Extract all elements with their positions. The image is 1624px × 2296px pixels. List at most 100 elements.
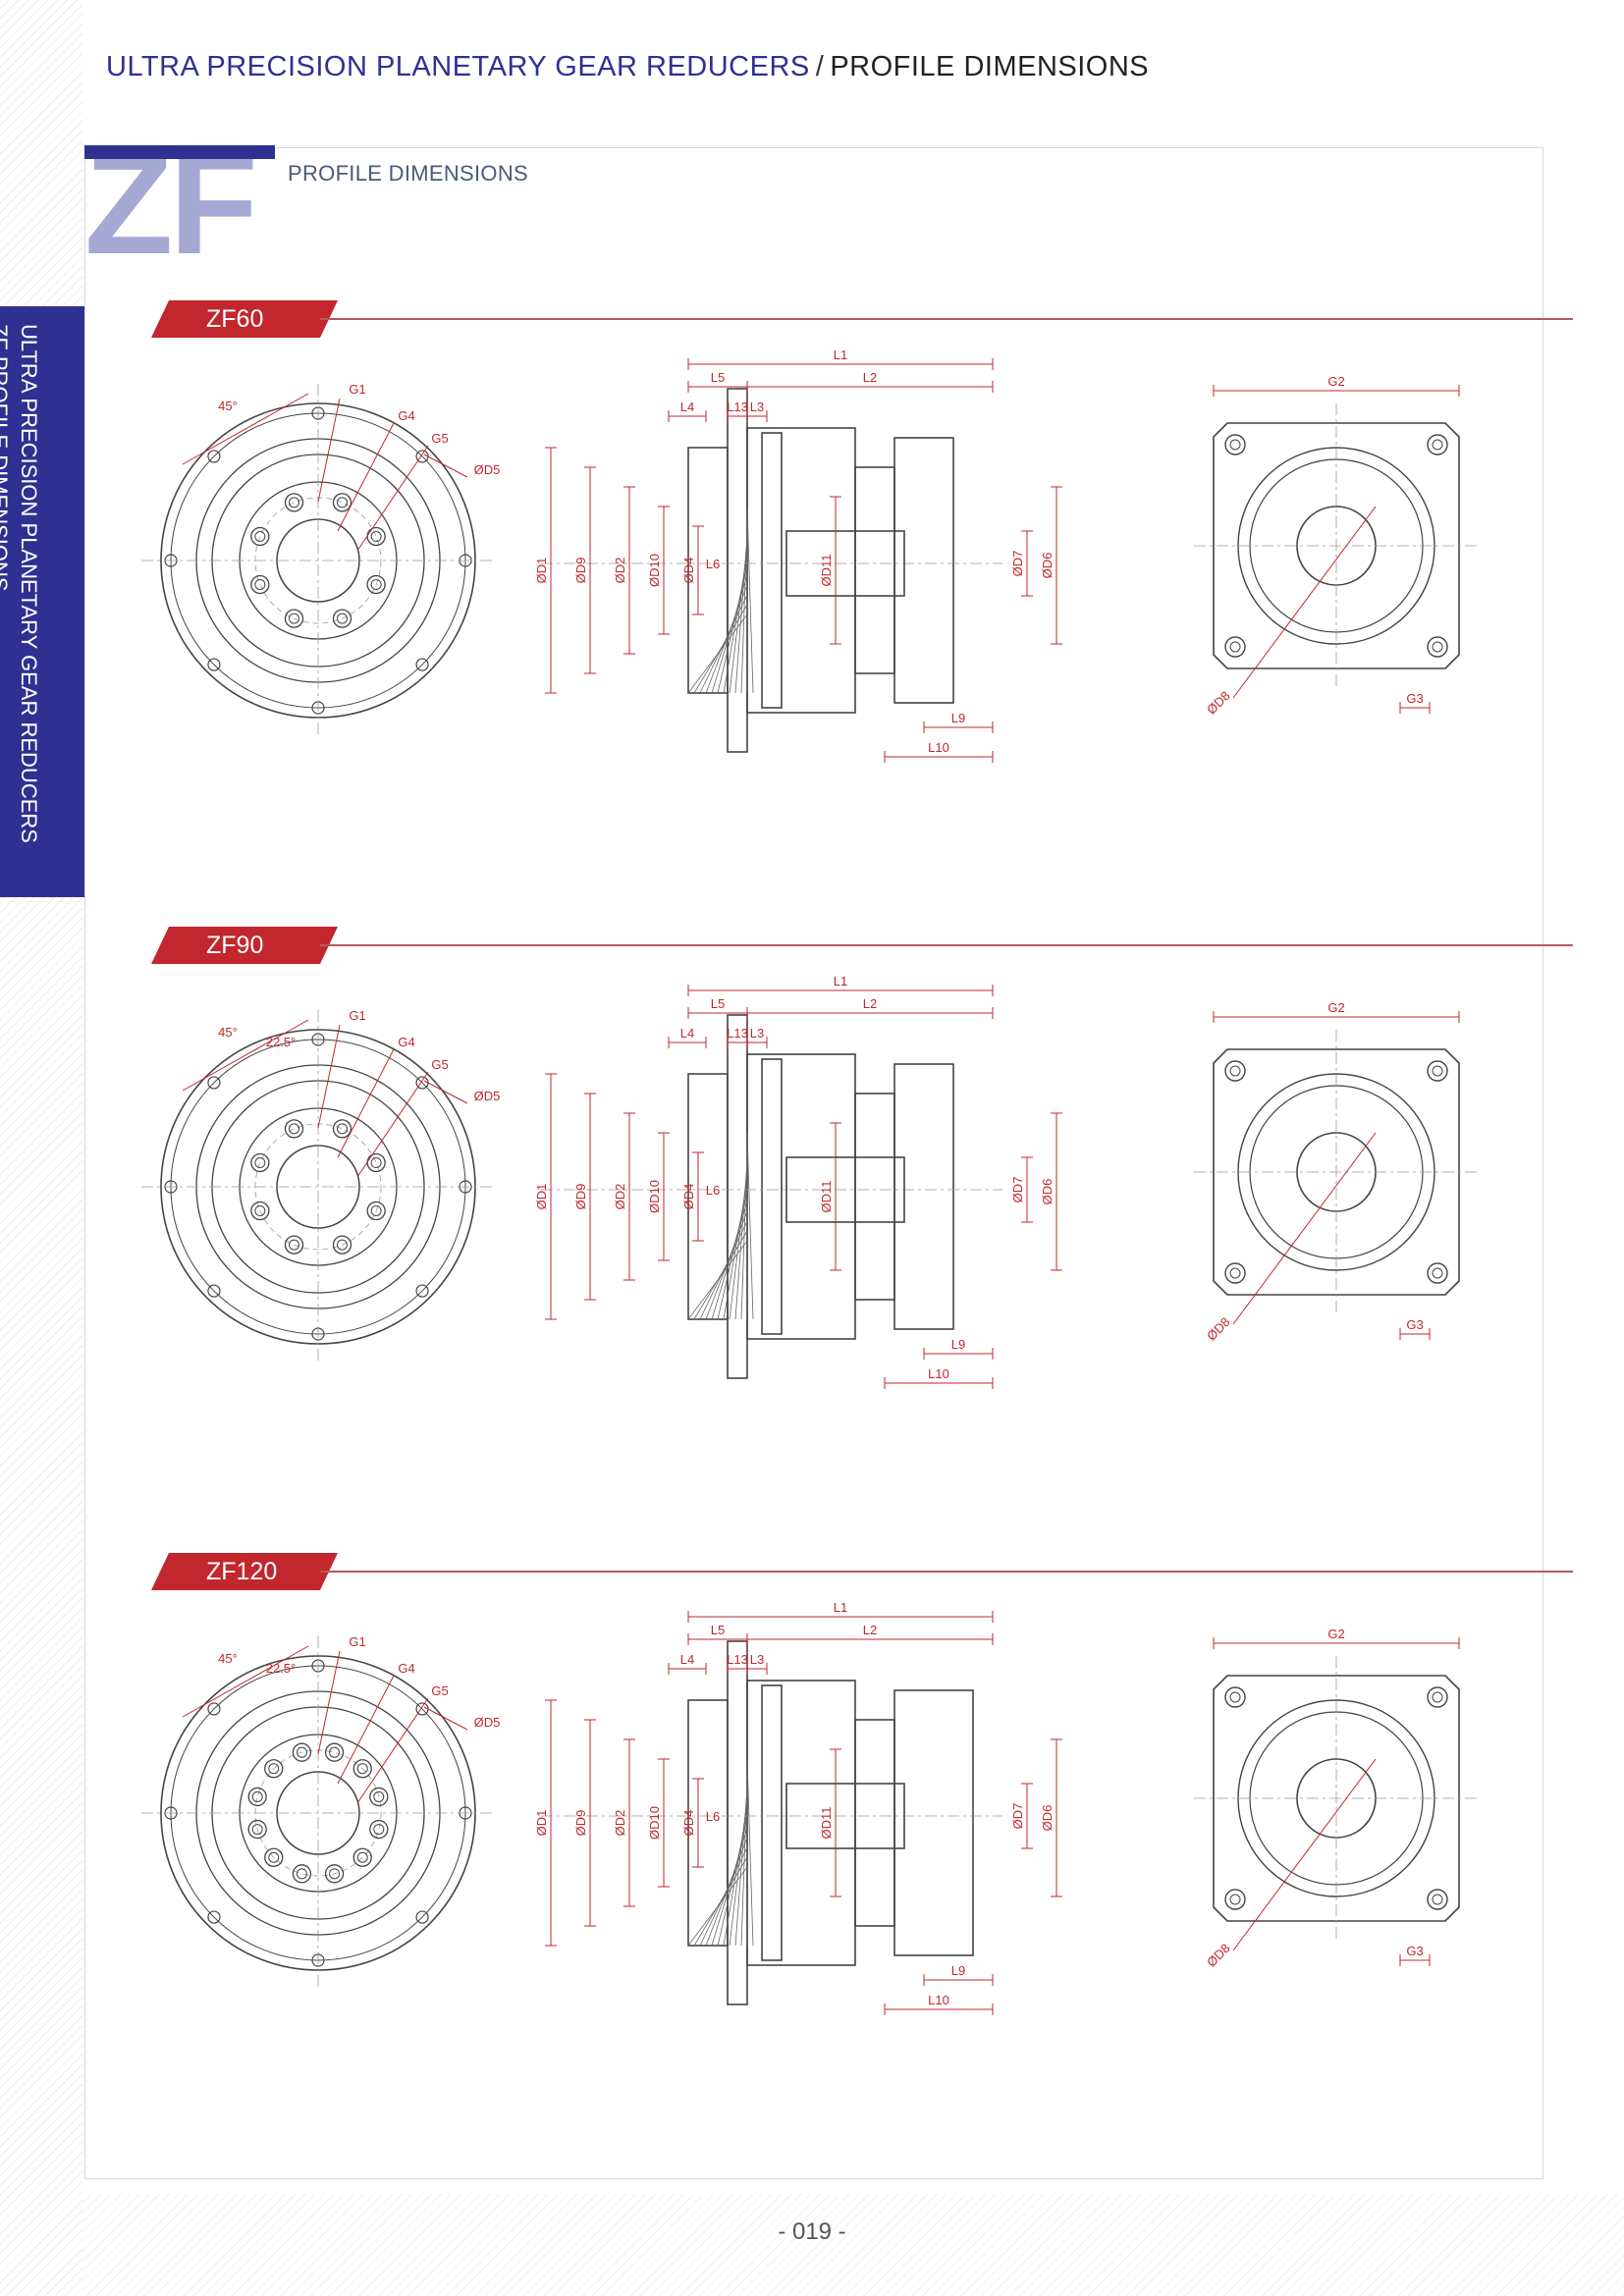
dimension-label-l3: L3 [750,1652,764,1667]
drawing-line [740,1778,748,1947]
drawing-line [182,1019,309,1092]
dimension-label-d11: ØD11 [819,1181,834,1213]
section-rule [320,318,1573,320]
gear-housing [746,427,856,714]
output-flange [687,447,729,694]
dimension-label-g3: G3 [1406,1317,1423,1332]
mount-hole [415,658,429,671]
tapped-hole [352,1759,372,1779]
dimension-label-l1: L1 [834,347,847,362]
drawing-line [734,1161,748,1320]
drawing-line [746,1132,754,1320]
side-tab-line-1: ULTRA PRECISION PLANETARY GEAR REDUCERS [17,324,41,843]
dimension-label-d9: ØD9 [573,1810,588,1837]
drawing-line [423,1706,468,1731]
drawing-circle [251,1824,263,1836]
drawing-circle [370,531,382,543]
drawing-circle [1229,1267,1241,1279]
dimension-label-d1: ØD1 [534,1184,549,1210]
dimension-label-l5: L5 [711,996,725,1011]
dimension-label-d2: ØD2 [613,558,627,584]
dimension-label-d10: ØD10 [647,1180,662,1213]
dimension-label-g4: G4 [398,1661,414,1676]
drawing-circle [370,578,382,590]
drawing-circle [289,497,300,508]
dimension-label-angle: 45° [218,1025,238,1040]
drawing-line [423,454,468,478]
dimension-label-l3: L3 [750,1026,764,1041]
tapped-hole [352,1847,372,1867]
drawing-circle [370,1204,382,1216]
drawing-outline [761,432,783,709]
section-model: ZF90 [206,932,264,959]
dimension-label-g2: G2 [1327,1000,1344,1015]
tapped-hole [324,1742,345,1762]
dimension-label-g4: G4 [398,408,414,423]
dimension-label-l9: L9 [951,1337,965,1352]
dimension-label-d7: ØD7 [1010,551,1025,577]
dimension-label-g1: G1 [349,1008,365,1023]
drawing-line [746,1758,754,1947]
drawing-circle [356,1851,368,1863]
output-flange [687,1073,729,1320]
corner-hole [1224,1686,1246,1708]
corner-hole [1427,1060,1448,1082]
drawing-line [1232,1132,1377,1325]
dimension-label-g1: G1 [349,1634,365,1649]
input-bore [785,1783,905,1849]
input-bore [785,530,905,597]
drawing-circle [1229,1691,1241,1703]
dimension-label-d8: ØD8 [1204,1314,1233,1344]
drawing-line [317,1650,341,1755]
gear-housing [746,1053,856,1340]
drawing-circle [254,531,266,543]
drawing-line [734,1788,748,1947]
dimension-label-g2: G2 [1327,374,1344,389]
drawing-circle [254,1204,266,1216]
drawing-circle [268,1851,280,1863]
corner-hole [1427,1262,1448,1284]
dimension-label-d10: ØD10 [647,1806,662,1840]
drawing-circle [289,1123,300,1135]
dimension-label-d7: ØD7 [1010,1803,1025,1830]
section-hatch [687,506,754,694]
zf-logo-bar [84,145,275,159]
dimension-label-l10: L10 [928,1366,949,1381]
drawing-circle [336,613,348,624]
dimension-label-l2: L2 [863,996,877,1011]
dimension-label-g1: G1 [349,382,365,397]
dimension-label-l13: L13 [727,1026,748,1041]
drawing-circle [373,1824,385,1836]
drawing-circle [1229,641,1241,653]
drawing-line [699,1220,748,1320]
dimension-label-l6: L6 [706,1183,720,1198]
dimension-label-l6: L6 [706,557,720,571]
gear-housing [746,1680,856,1966]
dimension-label-l4: L4 [680,400,694,414]
tapped-hole [324,1864,345,1884]
tapped-hole [247,1819,267,1840]
section-model: ZF120 [206,1558,278,1585]
drawing-outline [761,1684,783,1961]
dimension-label-g5: G5 [431,431,448,446]
corner-hole [1224,636,1246,658]
drawing-circle [336,1239,348,1251]
content-panel [84,147,1543,2179]
page-subtitle: PROFILE DIMENSIONS [288,161,528,186]
dimension-label-d5: ØD5 [474,1715,501,1730]
dimension-label-sub_angle: 22.5° [266,1035,297,1049]
dimension-label-l2: L2 [863,1623,877,1637]
drawing-circle [336,497,348,508]
header-section: PROFILE DIMENSIONS [830,51,1150,82]
dimension-label-d8: ØD8 [1204,688,1233,718]
section-rule [320,944,1573,946]
drawing-circle [1432,641,1443,653]
header-separator: / [815,51,825,82]
dimension-label-d10: ØD10 [647,554,662,587]
dimension-label-l5: L5 [711,370,725,385]
header-series: ULTRA PRECISION PLANETARY GEAR REDUCERS [106,51,810,82]
dimension-label-l3: L3 [750,400,764,414]
dimension-label-d7: ØD7 [1010,1177,1025,1203]
